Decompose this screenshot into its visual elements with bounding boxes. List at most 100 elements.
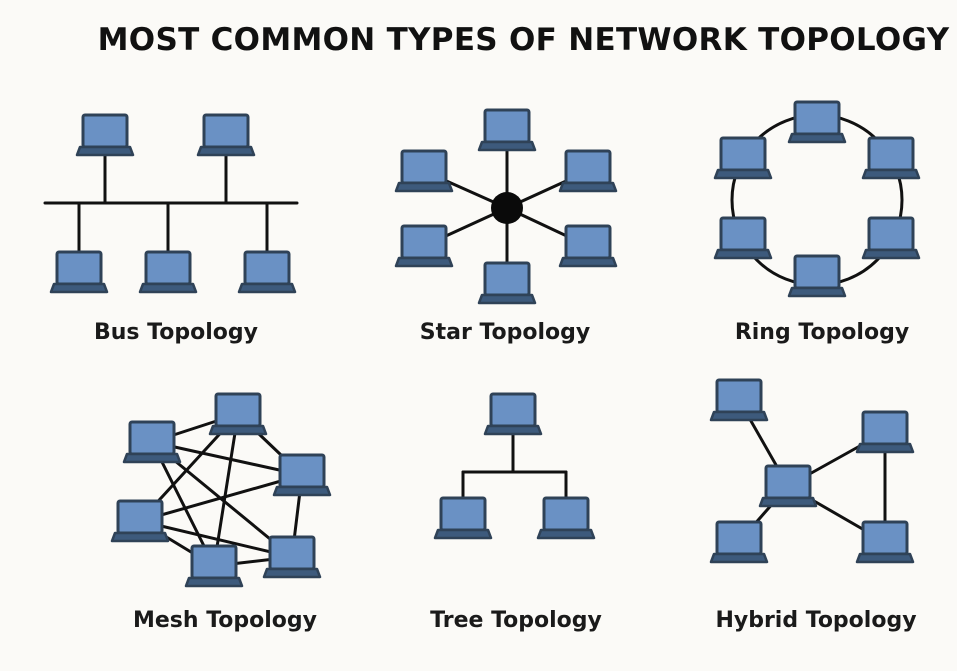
laptop-icon: [861, 216, 921, 260]
laptop-keyboard: [122, 452, 182, 464]
laptop-screen: [542, 496, 590, 532]
laptop-icon: [272, 453, 332, 497]
laptop-screen: [793, 254, 841, 290]
laptop-icon: [75, 113, 135, 157]
laptop-screen: [144, 250, 192, 286]
laptop-keyboard: [477, 140, 537, 152]
caption-hybrid: Hybrid Topology: [715, 608, 917, 633]
laptop-icon: [138, 250, 198, 294]
laptop-screen: [400, 149, 448, 185]
laptop-screen: [116, 499, 164, 535]
laptop-keyboard: [536, 528, 596, 540]
laptop-keyboard: [787, 132, 847, 144]
laptop-icon: [49, 250, 109, 294]
hub-dot-icon: [491, 192, 523, 224]
laptop-keyboard: [855, 552, 915, 564]
laptop-keyboard: [237, 282, 297, 294]
mesh-link: [138, 473, 304, 523]
laptop-keyboard: [709, 552, 769, 564]
laptop-icon: [787, 100, 847, 144]
laptop-keyboard: [433, 528, 493, 540]
laptop-keyboard: [394, 256, 454, 268]
laptop-icon: [536, 496, 596, 540]
laptop-screen: [867, 216, 915, 252]
laptop-screen: [793, 100, 841, 136]
laptop-keyboard: [208, 424, 268, 436]
laptop-keyboard: [713, 248, 773, 260]
caption-bus: Bus Topology: [94, 320, 258, 345]
laptop-icon: [558, 224, 618, 268]
laptop-icon: [758, 464, 818, 508]
laptop-keyboard: [861, 248, 921, 260]
laptop-screen: [483, 261, 531, 297]
laptop-screen: [55, 250, 103, 286]
mesh-link: [150, 440, 304, 477]
laptop-icon: [709, 378, 769, 422]
caption-ring: Ring Topology: [734, 320, 910, 345]
laptop-nodes: [49, 100, 921, 588]
laptop-icon: [262, 535, 322, 579]
laptop-screen: [278, 453, 326, 489]
laptop-keyboard: [558, 256, 618, 268]
mesh-link: [138, 519, 294, 559]
laptop-icon: [110, 499, 170, 543]
laptop-icon: [237, 250, 297, 294]
laptop-screen: [489, 392, 537, 428]
laptop-screen: [202, 113, 250, 149]
laptop-icon: [713, 216, 773, 260]
laptop-keyboard: [483, 424, 543, 436]
laptop-screen: [564, 224, 612, 260]
laptop-icon: [861, 136, 921, 180]
laptop-screen: [400, 224, 448, 260]
laptop-screen: [243, 250, 291, 286]
laptop-screen: [190, 544, 238, 580]
laptop-keyboard: [49, 282, 109, 294]
laptop-screen: [861, 410, 909, 446]
laptop-screen: [128, 420, 176, 456]
laptop-keyboard: [709, 410, 769, 422]
laptop-keyboard: [558, 181, 618, 193]
laptop-screen: [861, 520, 909, 556]
page-title: MOST COMMON TYPES OF NETWORK TOPOLOGY: [97, 22, 950, 58]
laptop-screen: [268, 535, 316, 571]
laptop-screen: [867, 136, 915, 172]
laptop-icon: [558, 149, 618, 193]
laptop-screen: [439, 496, 487, 532]
laptop-keyboard: [138, 282, 198, 294]
laptop-keyboard: [110, 531, 170, 543]
laptop-keyboard: [184, 576, 244, 588]
laptop-keyboard: [196, 145, 256, 157]
caption-star: Star Topology: [419, 320, 591, 345]
laptop-icon: [122, 420, 182, 464]
laptop-keyboard: [272, 485, 332, 497]
laptop-screen: [715, 520, 763, 556]
laptop-screen: [715, 378, 763, 414]
laptop-keyboard: [855, 442, 915, 454]
laptop-screen: [719, 216, 767, 252]
laptop-icon: [787, 254, 847, 298]
laptop-icon: [196, 113, 256, 157]
laptop-icon: [477, 108, 537, 152]
laptop-icon: [184, 544, 244, 588]
laptop-icon: [394, 149, 454, 193]
laptop-screen: [483, 108, 531, 144]
laptop-icon: [855, 410, 915, 454]
laptop-keyboard: [861, 168, 921, 180]
laptop-screen: [764, 464, 812, 500]
laptop-icon: [433, 496, 493, 540]
laptop-screen: [564, 149, 612, 185]
laptop-icon: [709, 520, 769, 564]
laptop-screen: [214, 392, 262, 428]
caption-tree: Tree Topology: [430, 608, 602, 633]
laptop-keyboard: [394, 181, 454, 193]
laptop-keyboard: [477, 293, 537, 305]
laptop-icon: [713, 136, 773, 180]
laptop-keyboard: [75, 145, 135, 157]
laptop-icon: [394, 224, 454, 268]
laptop-icon: [855, 520, 915, 564]
caption-mesh: Mesh Topology: [132, 608, 318, 633]
laptop-screen: [719, 136, 767, 172]
laptop-screen: [81, 113, 129, 149]
laptop-keyboard: [758, 496, 818, 508]
